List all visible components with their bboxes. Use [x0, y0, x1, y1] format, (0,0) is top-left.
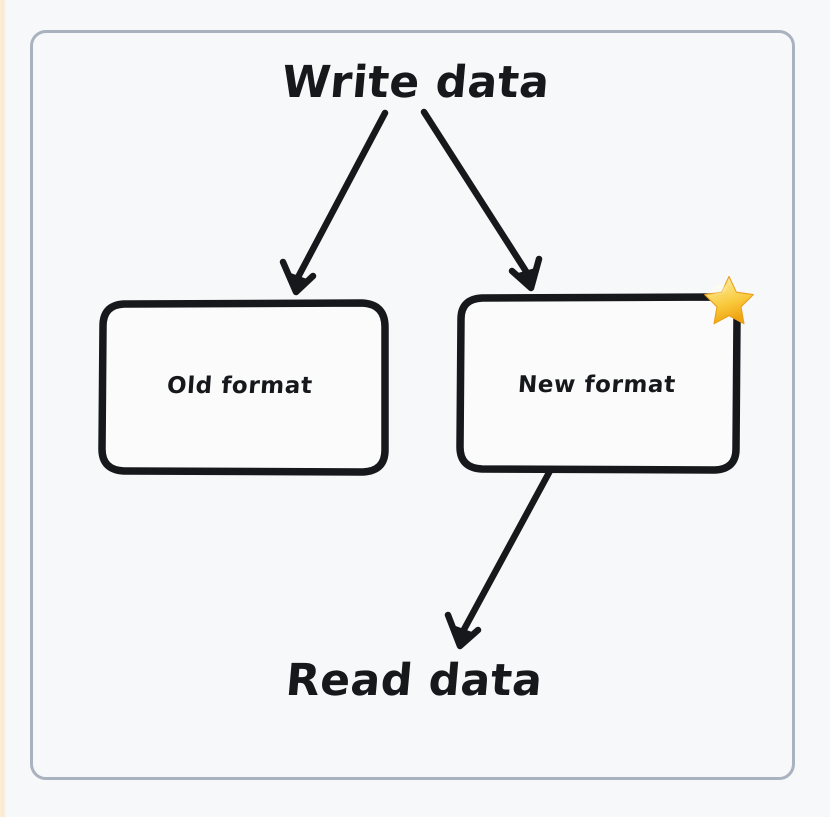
write-data-label: Write data: [279, 57, 552, 108]
new-format-label: New format: [517, 372, 677, 398]
star-icon: [704, 275, 754, 325]
left-edge-stripe: [0, 0, 6, 817]
old-format-label: Old format: [166, 373, 314, 399]
diagram-frame: [30, 30, 795, 780]
read-data-label: Read data: [283, 655, 545, 706]
